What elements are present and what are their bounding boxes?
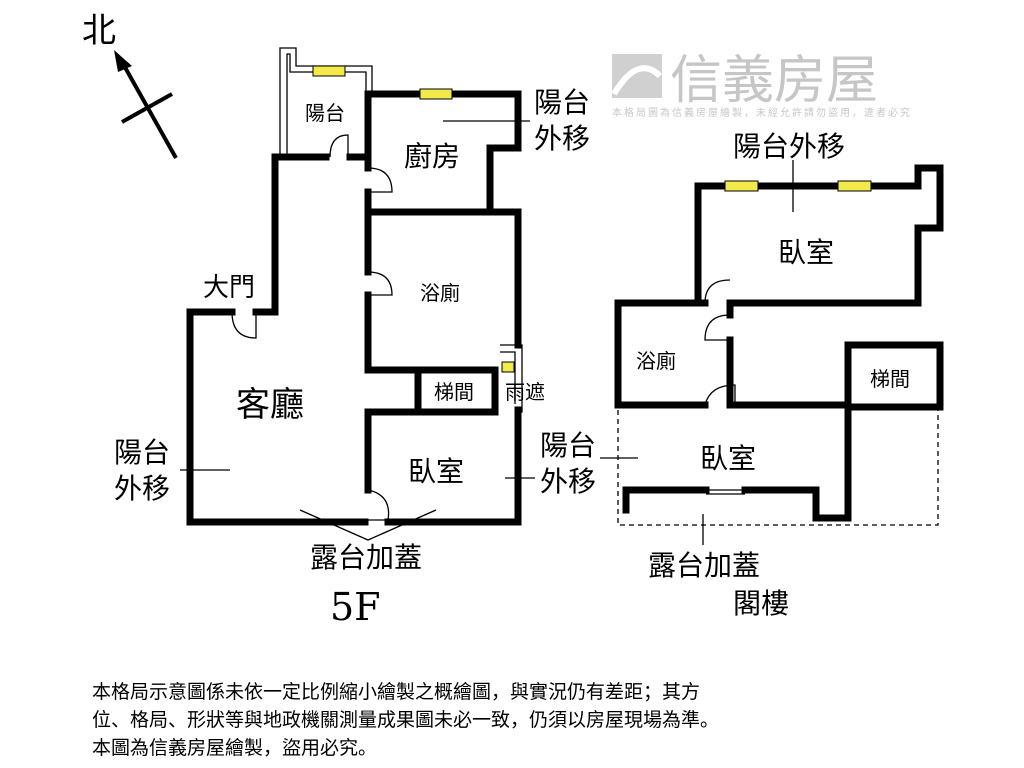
watermark-notice: 本格局圖為信義房屋繪製，未經允許請勿盜用，違者必究 xyxy=(612,106,912,119)
floor-title-5f: 5F xyxy=(330,585,381,629)
disclaimer-line: 位、格局、形狀等與地政機關測量成果圖未必一致，仍須以房屋現場為準。 xyxy=(92,709,720,731)
room-bedroom: 臥室 xyxy=(408,455,464,488)
window-icon xyxy=(501,361,515,373)
floor-5f-labels: 陽台 廚房 浴廁 大門 客廳 梯間 雨遮 臥室 陽台 外移 陽台 外移 陽台 外… xyxy=(114,86,596,629)
loft-labels: 陽台外移 臥室 浴廁 梯間 臥室 露台加蓋 閣樓 xyxy=(636,130,910,620)
room-bedroom-bottom: 臥室 xyxy=(700,442,756,475)
room-living: 客廳 xyxy=(236,385,304,425)
disclaimer-line: 本圖為信義房屋繪製，盜用必究。 xyxy=(92,737,378,759)
disclaimer: 本格局示意圖係未依一定比例縮小繪製之概繪圖，與實況仍有差距；其方 位、格局、形狀… xyxy=(92,678,719,762)
north-arrow-icon xyxy=(114,50,132,72)
annotation-balcony-moved: 陽台 xyxy=(114,436,170,469)
annotation-balcony-moved: 陽台外移 xyxy=(733,130,845,163)
label-entrance: 大門 xyxy=(203,273,255,303)
watermark-logo-icon xyxy=(612,54,662,98)
annotation-balcony-moved: 外移 xyxy=(114,472,170,505)
disclaimer-line: 本格局示意圖係未依一定比例縮小繪製之概繪圖，與實況仍有差距；其方 xyxy=(92,681,701,703)
room-stairs: 梯間 xyxy=(870,367,910,391)
watermark: 信義房屋 本格局圖為信義房屋繪製，未經允許請勿盜用，違者必究 xyxy=(611,51,912,119)
annotation-terrace-covered: 露台加蓋 xyxy=(648,549,760,582)
room-bathroom: 浴廁 xyxy=(636,349,676,373)
window-icon xyxy=(724,180,759,192)
compass: 北 xyxy=(82,11,178,159)
floor-5f-walls xyxy=(180,47,535,541)
north-label: 北 xyxy=(82,11,116,51)
annotation-balcony-moved: 陽台 xyxy=(540,429,596,462)
window-icon xyxy=(837,180,872,192)
window-icon xyxy=(312,65,346,77)
room-stairs: 梯間 xyxy=(434,380,474,404)
window-icon xyxy=(419,88,453,100)
annotation-balcony-moved: 外移 xyxy=(534,122,590,155)
room-bathroom: 浴廁 xyxy=(420,281,460,305)
annotation-terrace-covered: 露台加蓋 xyxy=(310,541,422,574)
loft-walls xyxy=(600,160,944,545)
label-canopy: 雨遮 xyxy=(505,380,545,404)
annotation-balcony-moved: 外移 xyxy=(540,465,596,498)
room-kitchen: 廚房 xyxy=(404,140,460,173)
room-balcony: 陽台 xyxy=(305,101,345,125)
room-bedroom-top: 臥室 xyxy=(778,236,834,269)
floor-title-loft: 閣樓 xyxy=(733,587,789,620)
annotation-balcony-moved: 陽台 xyxy=(534,86,590,119)
watermark-brand: 信義房屋 xyxy=(670,51,878,111)
